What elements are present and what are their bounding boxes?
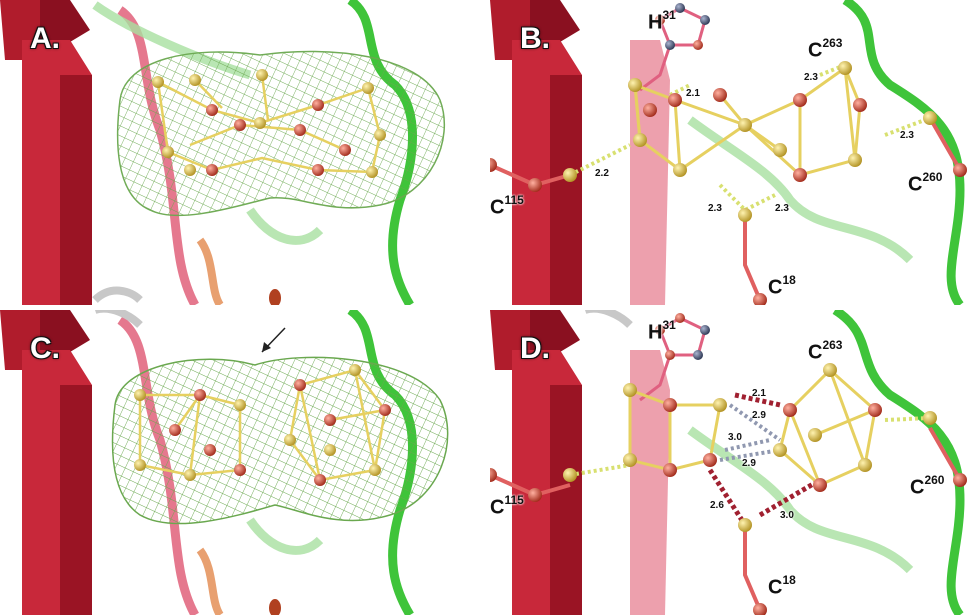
panel-b-structure bbox=[490, 0, 967, 305]
coil-orange bbox=[196, 547, 224, 615]
pointer-arrow bbox=[261, 327, 286, 353]
panel-a: A. bbox=[0, 0, 485, 305]
panel-b: B. H31 C263 C260 C115 C18 2.1 2.3 2.3 2.… bbox=[490, 0, 975, 305]
cluster-atoms bbox=[490, 363, 967, 615]
residue-label-c115: C115 bbox=[490, 193, 524, 219]
cluster-bonds bbox=[633, 65, 862, 177]
panel-letter: B. bbox=[520, 22, 550, 55]
panel-a-structure bbox=[0, 0, 445, 305]
coil-green-light bbox=[687, 426, 914, 574]
residue-label-c18: C18 bbox=[768, 273, 796, 299]
coil-orange bbox=[196, 237, 224, 305]
distance-label: 2.3 bbox=[708, 203, 722, 214]
residue-label-h31: H31 bbox=[648, 8, 676, 34]
beta-strand bbox=[0, 310, 92, 615]
residue-label-c18: C18 bbox=[768, 573, 796, 599]
distance-label: 2.3 bbox=[900, 130, 914, 141]
distance-label: 2.9 bbox=[742, 458, 756, 469]
panel-d-structure bbox=[490, 310, 967, 615]
beta-strand bbox=[0, 0, 92, 305]
residue-label-c260: C260 bbox=[908, 170, 943, 196]
panel-letter: A. bbox=[30, 22, 60, 55]
coil-grey bbox=[95, 310, 143, 328]
histidine-atoms bbox=[655, 3, 710, 50]
electron-density-mesh bbox=[111, 356, 449, 525]
hydrogen-bonds-yellow bbox=[569, 416, 931, 477]
cluster-bonds bbox=[156, 74, 382, 174]
helix-bit bbox=[269, 599, 281, 615]
residue-label-h31: H31 bbox=[648, 318, 676, 344]
cluster-atoms bbox=[134, 364, 391, 486]
residue-label-c263: C263 bbox=[808, 338, 843, 364]
beta-strand bbox=[490, 310, 670, 615]
distance-label: 2.1 bbox=[752, 388, 766, 399]
coil-green-right bbox=[842, 0, 965, 305]
coil-grey bbox=[585, 310, 633, 328]
residue-label-c263: C263 bbox=[808, 36, 843, 62]
distance-label: 2.3 bbox=[804, 72, 818, 83]
distance-label: 2.2 bbox=[595, 168, 609, 179]
distance-label: 3.0 bbox=[728, 432, 742, 443]
panel-c: C. bbox=[0, 310, 485, 615]
distance-label: 2.9 bbox=[752, 410, 766, 421]
residue-label-c260: C260 bbox=[910, 473, 945, 499]
panel-letter: D. bbox=[520, 332, 550, 365]
electron-density-mesh bbox=[116, 50, 445, 217]
coil-green-right bbox=[832, 310, 965, 615]
hydrogen-bonds-red bbox=[707, 392, 822, 527]
distance-label: 2.3 bbox=[775, 203, 789, 214]
distance-label: 2.1 bbox=[686, 88, 700, 99]
residue-label-c115: C115 bbox=[490, 493, 524, 519]
cluster-atoms bbox=[152, 69, 386, 178]
hydrogen-bonds-grey bbox=[719, 403, 782, 462]
coil-green-light bbox=[687, 116, 914, 264]
beta-strand bbox=[490, 0, 670, 305]
panel-d: D. H31 C263 C260 C115 C18 2.1 2.9 3.0 2.… bbox=[490, 310, 975, 615]
panel-c-structure bbox=[0, 310, 449, 615]
panel-letter: C. bbox=[30, 332, 60, 365]
distance-label: 3.0 bbox=[780, 510, 794, 521]
helix-bit bbox=[269, 289, 281, 305]
distance-label: 2.6 bbox=[710, 500, 724, 511]
histidine-atoms bbox=[655, 313, 710, 360]
coil-grey bbox=[92, 286, 143, 304]
coil-green-light bbox=[246, 517, 324, 555]
hydrogen-bonds bbox=[569, 63, 931, 213]
cluster-atoms bbox=[490, 61, 967, 305]
